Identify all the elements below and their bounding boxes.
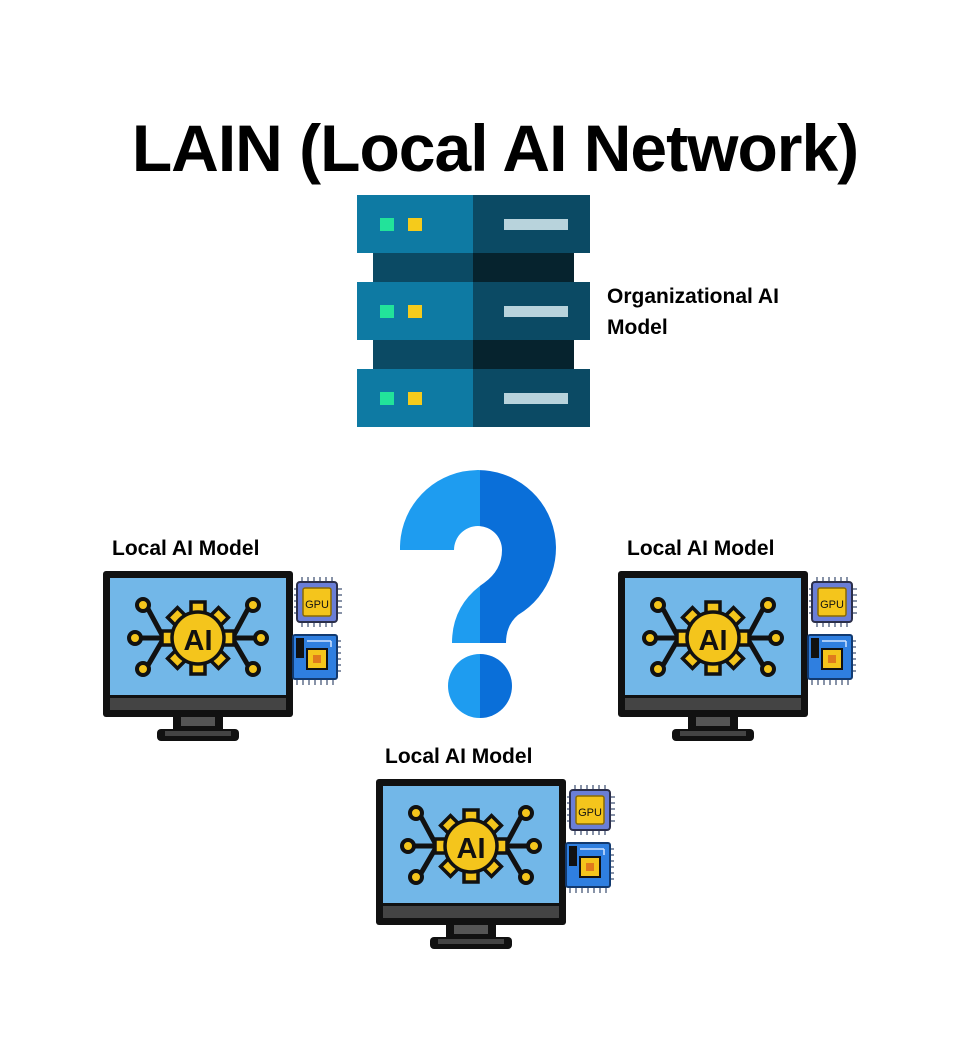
local-ai-model-label-right: Local AI Model: [627, 537, 775, 560]
gpu-label-right: GPU: [820, 599, 844, 611]
gpu-label-left: GPU: [305, 599, 329, 611]
ai-text-bottom: AI: [457, 833, 486, 865]
local-ai-model-label-left: Local AI Model: [112, 537, 260, 560]
question-mark-icon: [400, 470, 556, 718]
ai-text-left: AI: [184, 625, 213, 657]
server-label: Organizational AI Model: [607, 285, 779, 339]
computer-ai-icon-right: AI GPU: [618, 571, 858, 743]
local-ai-model-label-bottom: Local AI Model: [385, 745, 533, 768]
computer-ai-icon-bottom: AI GPU: [376, 779, 616, 951]
diagram-title: LAIN (Local AI Network): [131, 111, 859, 185]
computer-ai-icon-left: AI GPU: [103, 571, 343, 743]
ai-text-right: AI: [699, 625, 728, 657]
server-rack-icon: [357, 195, 590, 427]
gpu-label-bottom: GPU: [578, 807, 602, 819]
